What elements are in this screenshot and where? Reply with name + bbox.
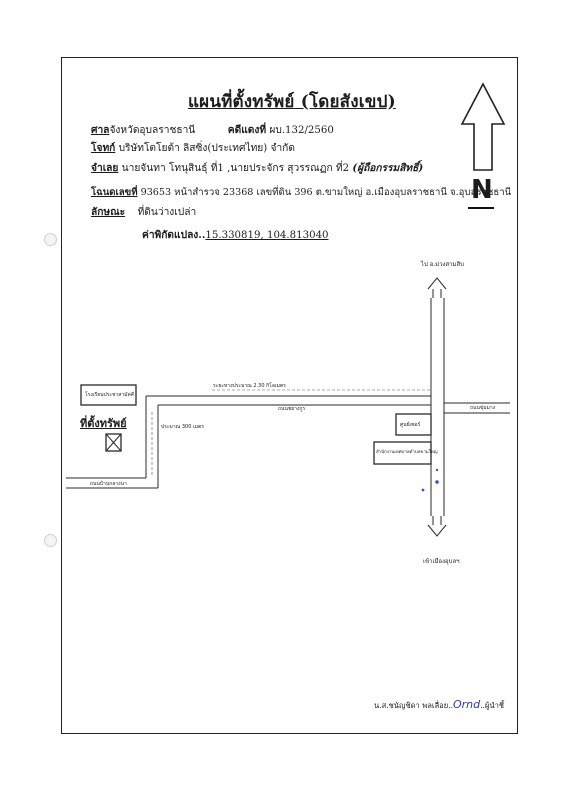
distance-side-label: ประมาณ 300 เมตร (161, 424, 204, 430)
shop1-label: ศูนย์เซอร์ (400, 422, 421, 428)
north-letter: N (471, 175, 493, 205)
defendant-label: จำเลย (91, 162, 119, 174)
footer-name: น.ส.ชนัญชิดา พลเลื่อย.. (374, 701, 453, 710)
coords-value: 15.330819, 104.813040 (205, 230, 329, 241)
court-line: ศาลจังหวัดอุบลราชธานี คดีแดงที่ ผบ.132/2… (91, 124, 334, 137)
side-road-label: ถนนบ้านกลางนา (90, 481, 127, 487)
document-border (61, 57, 518, 734)
distance-main-label: ระยะทางประมาณ 2.30 กิโลเมตร (213, 383, 286, 389)
plaintiff-label: โจทก์ (91, 142, 116, 154)
court-label: ศาล (91, 124, 110, 136)
document-title: แผนที่ตั้งทรัพย์ (โดยสังเขป) (188, 92, 396, 112)
signature: Ornd (452, 698, 481, 711)
plaintiff-line: โจทก์ บริษัทโตโยต้า ลิสซิ่ง(ประเทศไทย) จ… (91, 142, 295, 155)
defendant-note: (ผู้ถือกรรมสิทธิ์) (352, 162, 424, 174)
plaintiff-value: บริษัทโตโยต้า ลิสซิ่ง(ประเทศไทย) จำกัด (118, 143, 295, 154)
shop2-label: สำนักงานเทศบาลตำบลขามใหญ่ (376, 450, 438, 455)
coords-label: ค่าพิกัดแปลง.. (142, 229, 206, 241)
school-label: โรงเรียนประชาสามัคคี (85, 392, 135, 398)
deed-value: 93653 หน้าสำรวจ 23368 เลขที่ดิน 396 ต.ขา… (140, 187, 512, 198)
nature-value: ที่ดินว่างเปล่า (137, 207, 197, 218)
defendant-value: นายจันทา โทนุสินธุ์ ที่1 ,นายประจักร สุว… (121, 163, 350, 174)
case-number: ผบ.132/2560 (269, 125, 334, 136)
north-underline (468, 207, 494, 209)
case-label: คดีแดงที่ (227, 124, 267, 136)
defendant-line: จำเลย นายจันทา โทนุสินธุ์ ที่1 ,นายประจั… (91, 162, 423, 175)
deed-label: โฉนดเลขที่ (91, 187, 138, 198)
to-north-label: ไป อ.ม่วงสามสิบ (421, 261, 464, 268)
footer-role: ..ผู้นำชี้ (480, 701, 505, 710)
property-label: ที่ตั้งทรัพย์ (80, 417, 127, 430)
coords-line: ค่าพิกัดแปลง..15.330819, 104.813040 (142, 229, 329, 242)
punch-hole-bottom (44, 534, 57, 547)
to-south-label: เข้าเมืองอุบลฯ (423, 558, 460, 565)
punch-hole-top (44, 233, 57, 246)
court-value: จังหวัดอุบลราชธานี (109, 125, 196, 136)
deed-line: โฉนดเลขที่ 93653 หน้าสำรวจ 23368 เลขที่ด… (91, 186, 511, 199)
north-arrow-icon (460, 82, 506, 171)
nature-label: ลักษณะ (91, 206, 126, 218)
nature-line: ลักษณะ ที่ดินว่างเปล่า (91, 206, 196, 219)
branch-road-label: ถนนขุ่มมาง (470, 405, 496, 411)
main-road-label: ถนนชยางกูร (278, 406, 306, 412)
footer-signature-line: น.ส.ชนัญชิดา พลเลื่อย..Ornd..ผู้นำชี้ (374, 698, 505, 711)
